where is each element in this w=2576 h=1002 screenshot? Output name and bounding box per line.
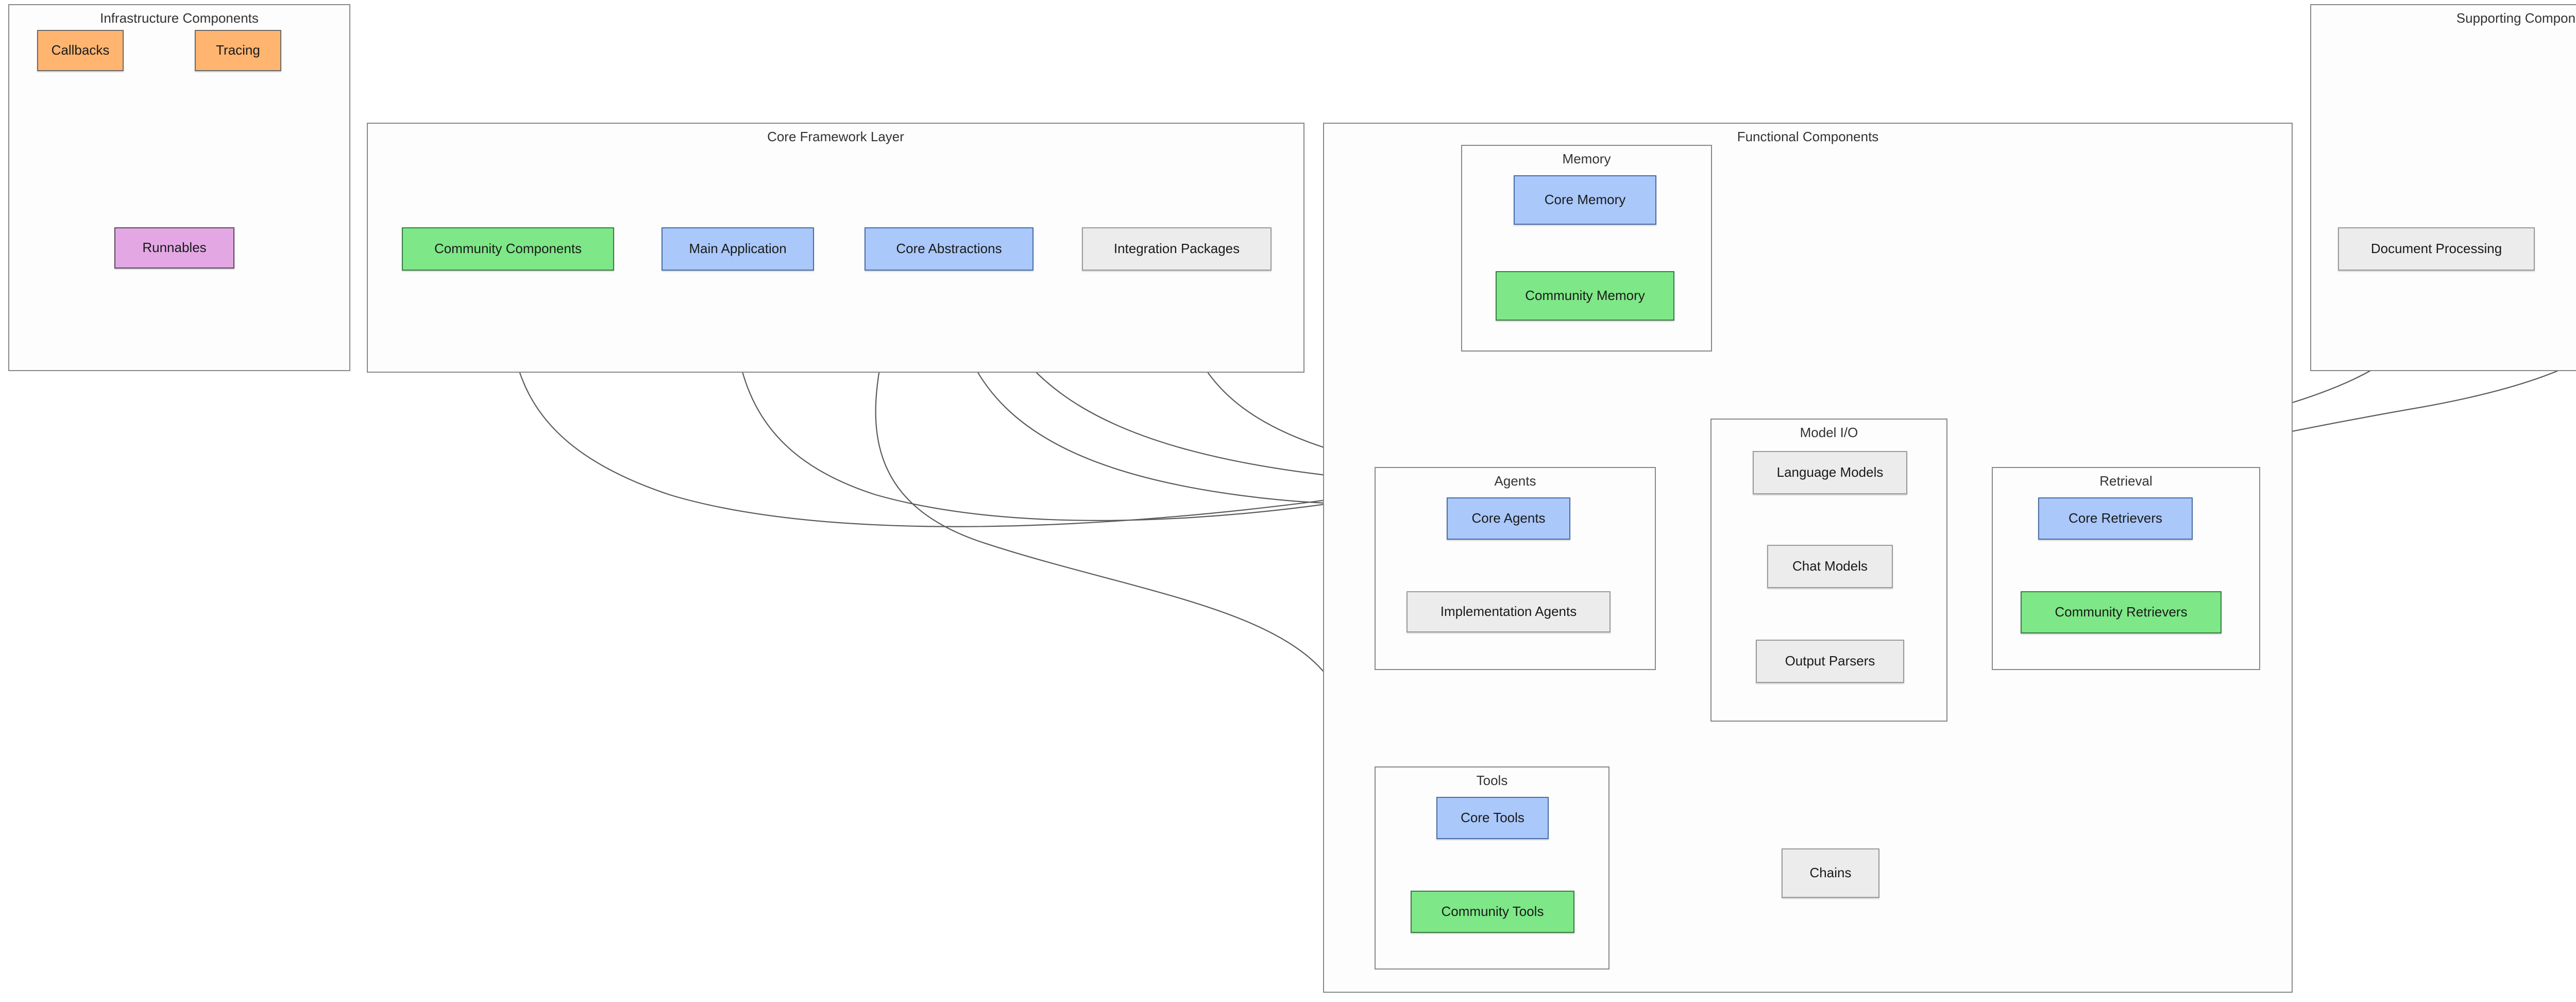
node-main-application-label: Main Application [689,241,787,257]
node-core-abstractions-label: Core Abstractions [896,241,1002,257]
node-community-tools-label: Community Tools [1441,904,1544,920]
node-implementation-agents-label: Implementation Agents [1440,604,1577,620]
node-community-tools[interactable]: Community Tools [1411,891,1574,933]
cluster-retrieval-label: Retrieval [2099,473,2153,489]
cluster-infrastructure-label: Infrastructure Components [100,10,259,26]
node-core-tools[interactable]: Core Tools [1436,797,1549,839]
node-main-application[interactable]: Main Application [662,227,814,271]
node-chat-models-label: Chat Models [1792,558,1868,574]
node-integration-packages-label: Integration Packages [1113,241,1240,257]
node-implementation-agents[interactable]: Implementation Agents [1406,591,1611,632]
node-integration-packages[interactable]: Integration Packages [1082,227,1272,271]
node-core-retrievers[interactable]: Core Retrievers [2038,497,2193,540]
node-community-memory[interactable]: Community Memory [1496,271,1674,321]
cluster-tools-label: Tools [1476,773,1508,788]
node-output-parsers[interactable]: Output Parsers [1756,640,1904,683]
cluster-supporting-label: Supporting Components [2456,10,2576,26]
node-core-agents[interactable]: Core Agents [1447,497,1570,540]
cluster-model-io-label: Model I/O [1800,425,1858,440]
cluster-functional-label: Functional Components [1737,129,1879,144]
node-tracing-label: Tracing [216,42,260,58]
node-runnables[interactable]: Runnables [114,227,234,269]
node-community-components-label: Community Components [434,241,582,257]
cluster-supporting: Supporting Components [2310,4,2576,371]
node-community-components[interactable]: Community Components [402,227,614,271]
node-document-processing-label: Document Processing [2370,241,2502,257]
node-output-parsers-label: Output Parsers [1785,653,1875,669]
node-chains[interactable]: Chains [1782,848,1879,898]
node-community-retrievers[interactable]: Community Retrievers [2021,591,2222,633]
node-core-abstractions[interactable]: Core Abstractions [865,227,1033,271]
node-callbacks[interactable]: Callbacks [37,30,124,71]
node-core-tools-label: Core Tools [1461,810,1524,826]
node-language-models-label: Language Models [1776,464,1884,480]
node-callbacks-label: Callbacks [51,42,110,58]
node-language-models[interactable]: Language Models [1753,451,1907,494]
node-core-memory-label: Core Memory [1544,192,1626,208]
node-community-memory-label: Community Memory [1525,288,1645,304]
node-document-processing[interactable]: Document Processing [2338,227,2535,271]
node-core-agents-label: Core Agents [1471,510,1546,526]
node-runnables-label: Runnables [142,240,207,256]
node-core-retrievers-label: Core Retrievers [2068,510,2163,526]
node-tracing[interactable]: Tracing [195,30,281,71]
node-chat-models[interactable]: Chat Models [1767,545,1893,588]
cluster-memory-label: Memory [1562,151,1611,166]
node-chains-label: Chains [1809,865,1852,881]
node-community-retrievers-label: Community Retrievers [2055,604,2188,620]
node-core-memory[interactable]: Core Memory [1514,175,1656,225]
cluster-core-framework-label: Core Framework Layer [767,129,904,144]
cluster-agents-label: Agents [1494,473,1536,489]
